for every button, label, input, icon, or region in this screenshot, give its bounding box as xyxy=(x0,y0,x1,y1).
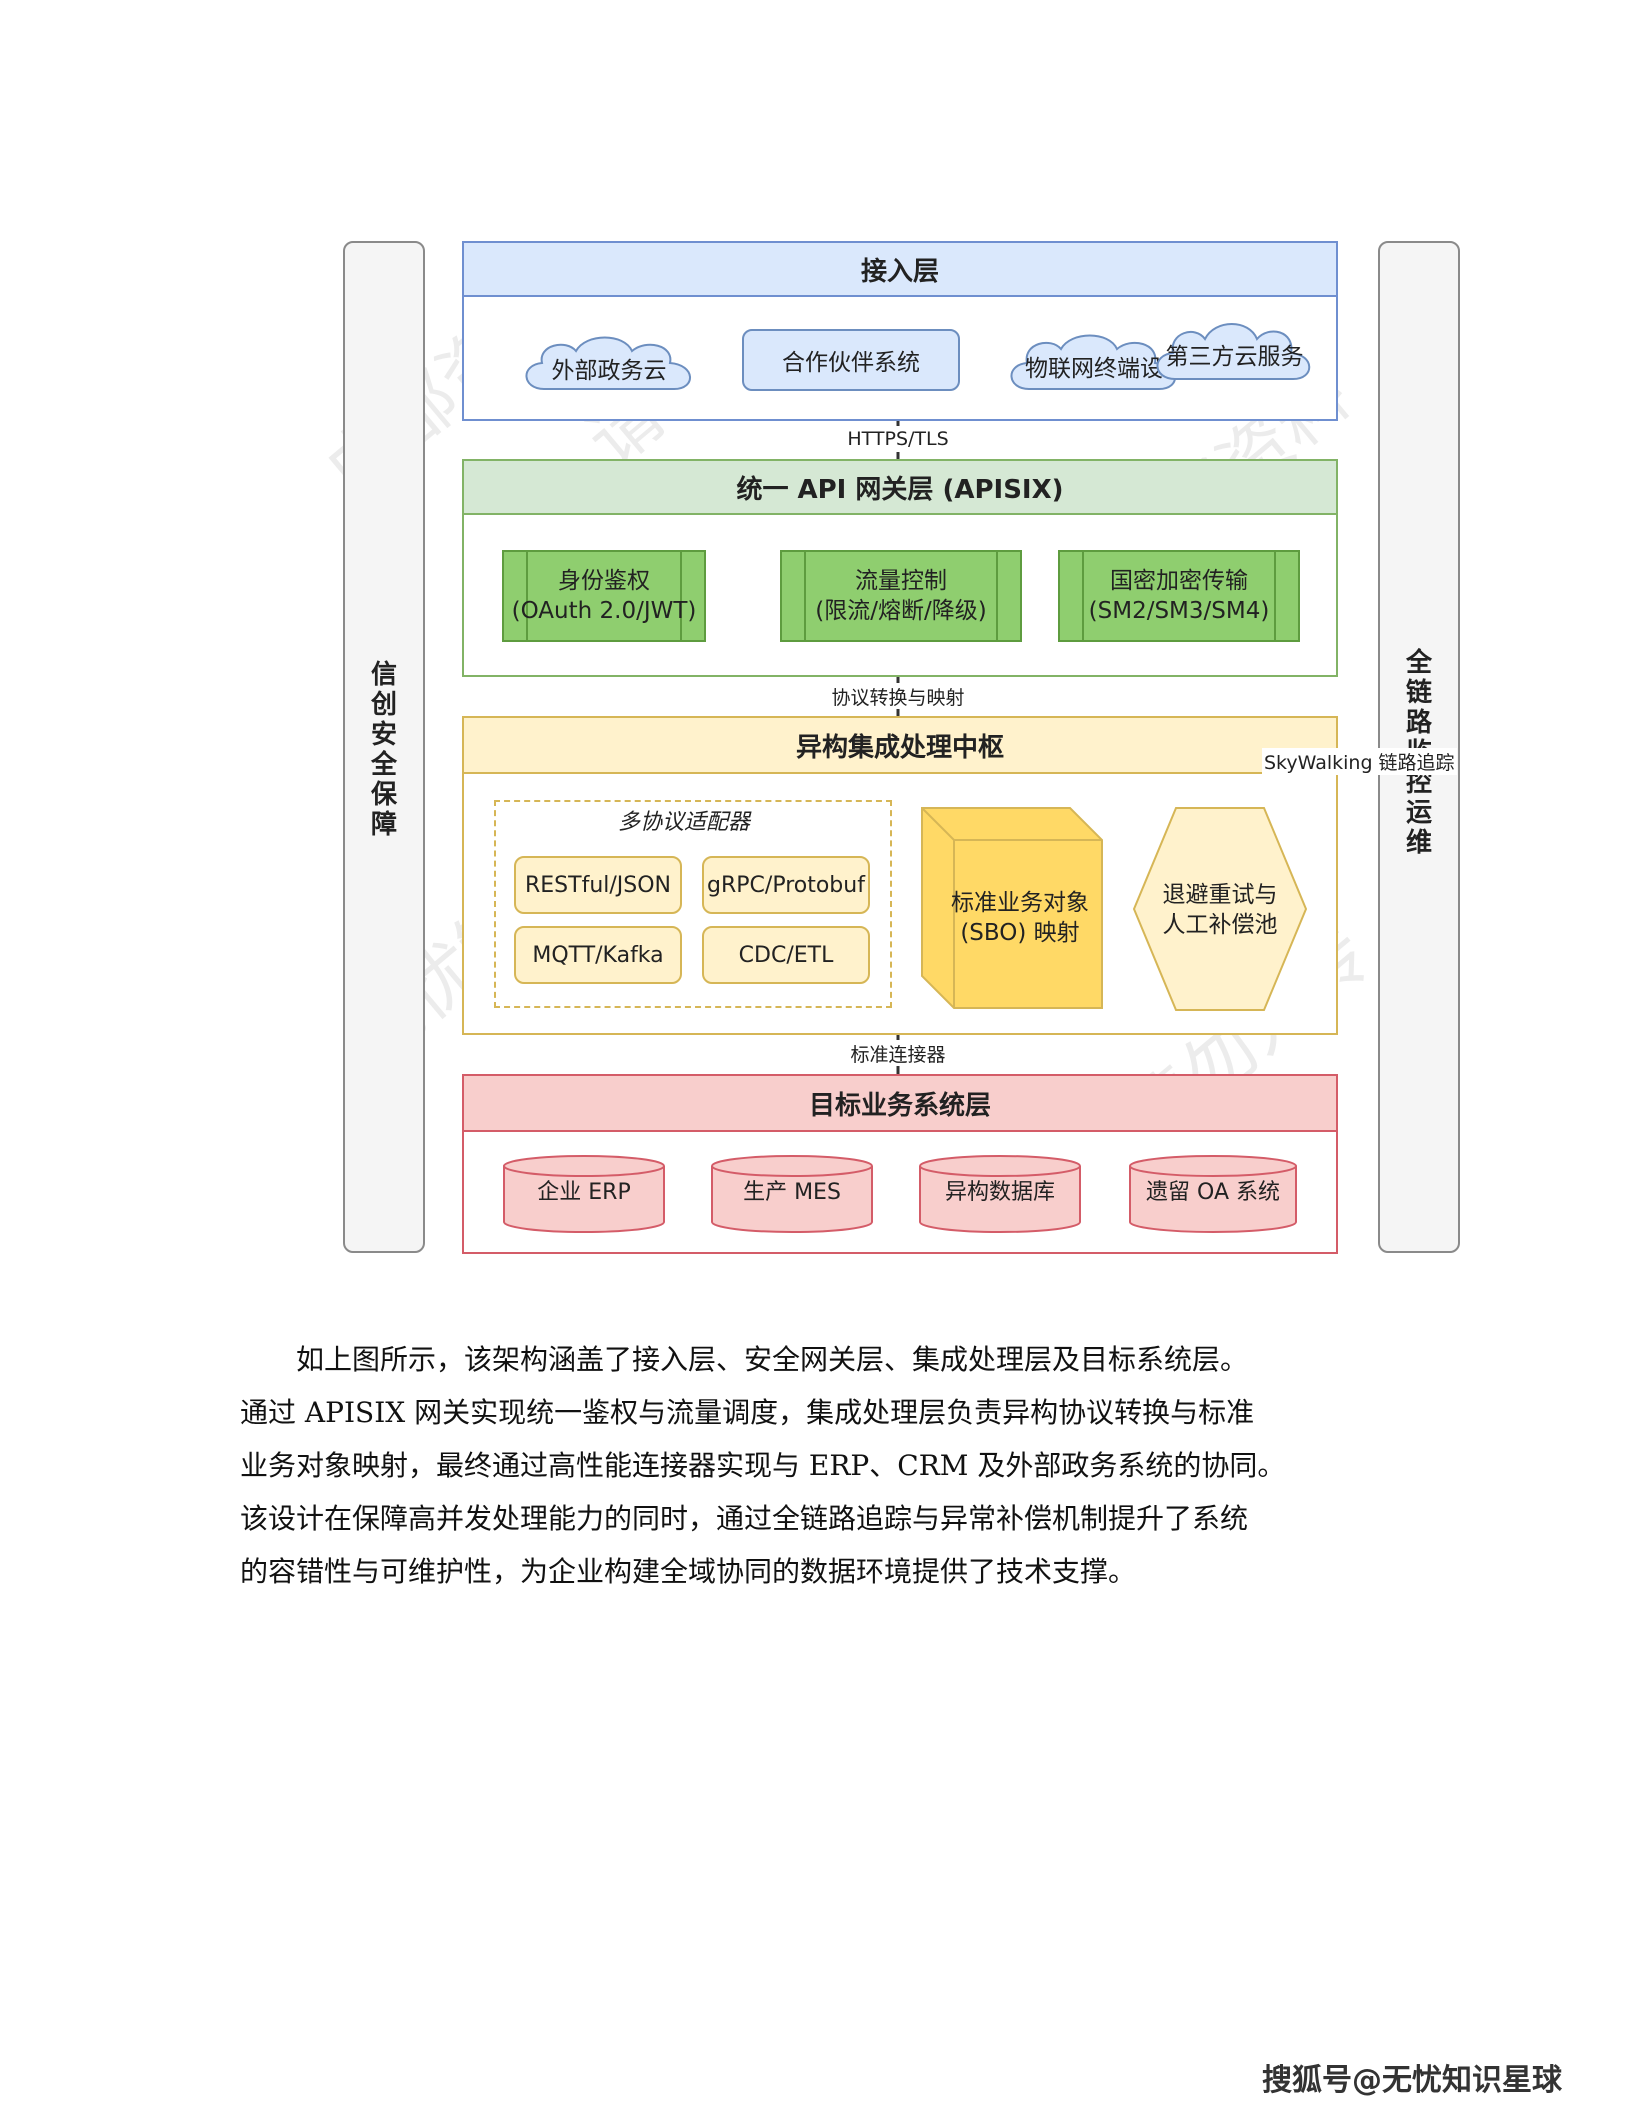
integration-layer: 异构集成处理中枢 多协议适配器 RESTful/JSON gRPC/Protob… xyxy=(462,716,1338,1035)
database-icon xyxy=(711,1155,873,1233)
gateway-auth-detail: (OAuth 2.0/JWT) xyxy=(511,598,697,624)
cloud-icon xyxy=(1156,323,1311,380)
paragraph-line: 通过 APISIX 网关实现统一鉴权与流量调度，集成处理层负责异构协议转换与标准 xyxy=(240,1396,1255,1429)
paragraph-line: 的容错性与可维护性，为企业构建全域协同的数据环境提供了技术支撑。 xyxy=(240,1555,1137,1588)
gateway-auth-label: 身份鉴权 xyxy=(558,568,650,594)
adapter-cdc: CDC/ETL xyxy=(702,926,870,984)
target-mes: 生产 MES xyxy=(743,1180,841,1205)
access-layer: 接入层 外部政务云 合作伙伴系统 物联网终端设 第三方云服务 xyxy=(462,241,1338,421)
paragraph-line: 该设计在保障高并发处理能力的同时，通过全链路追踪与异常补偿机制提升了系统 xyxy=(240,1502,1249,1535)
adapter-group xyxy=(494,800,892,1008)
gateway-traffic-detail: (限流/熔断/降级) xyxy=(815,598,987,624)
access-layer-title: 接入层 xyxy=(464,243,1336,297)
gateway-auth-box: 身份鉴权 (OAuth 2.0/JWT) xyxy=(502,550,706,642)
target-erp: 企业 ERP xyxy=(537,1180,631,1205)
link-label-https: HTTPS/TLS xyxy=(838,426,958,452)
link-label-connector: 标准连接器 xyxy=(838,1040,958,1066)
description-paragraph: 如上图所示，该架构涵盖了接入层、安全网关层、集成处理层及目标系统层。 通过 AP… xyxy=(240,1333,1400,1598)
database-icon xyxy=(503,1155,665,1233)
paragraph-line: 业务对象映射，最终通过高性能连接器实现与 ERP、CRM 及外部政务系统的协同。 xyxy=(240,1449,1286,1482)
adapter-group-title: 多协议适配器 xyxy=(617,810,750,835)
paragraph-line: 如上图所示，该架构涵盖了接入层、安全网关层、集成处理层及目标系统层。 xyxy=(296,1343,1249,1376)
target-layer: 目标业务系统层 企业 ERP 生产 MES 异构数据库 遗留 OA 系统 xyxy=(462,1074,1338,1254)
gateway-layer-title: 统一 API 网关层 (APISIX) xyxy=(464,461,1336,515)
skywalking-label: SkyWalking 链路追踪 xyxy=(1262,748,1457,775)
access-item-partner-system: 合作伙伴系统 xyxy=(742,329,960,391)
footer-source: 搜狐号@无忧知识星球 xyxy=(1262,2063,1562,2098)
access-item-third-party-cloud: 第三方云服务 xyxy=(1165,344,1304,370)
cloud-icon xyxy=(525,336,691,390)
target-legacy-oa: 遗留 OA 系统 xyxy=(1146,1180,1280,1205)
database-icon xyxy=(919,1155,1081,1233)
gateway-crypto-box: 国密加密传输 (SM2/SM3/SM4) xyxy=(1058,550,1300,642)
sbo-line2: (SBO) 映射 xyxy=(960,920,1080,946)
gateway-traffic-box: 流量控制 (限流/熔断/降级) xyxy=(780,550,1022,642)
target-layer-title: 目标业务系统层 xyxy=(464,1076,1336,1132)
security-sidebar xyxy=(343,241,425,1253)
sbo-mapping-text: 标准业务对象 (SBO) 映射 xyxy=(940,878,1100,958)
adapter-mqtt: MQTT/Kafka xyxy=(514,926,682,984)
link-label-protocol: 协议转换与映射 xyxy=(815,683,981,709)
retry-pool-text: 退避重试与 人工补偿池 xyxy=(1140,870,1300,950)
gateway-layer: 统一 API 网关层 (APISIX) 身份鉴权 (OAuth 2.0/JWT)… xyxy=(462,459,1338,677)
monitoring-sidebar xyxy=(1378,241,1460,1253)
gateway-crypto-detail: (SM2/SM3/SM4) xyxy=(1088,598,1270,624)
adapter-grpc: gRPC/Protobuf xyxy=(702,856,870,914)
security-sidebar-label: 信创安全保障 xyxy=(370,660,397,840)
access-item-iot-terminal: 物联网终端设 xyxy=(1025,356,1163,382)
retry-pool-hexagon xyxy=(1132,807,1308,1011)
adapter-rest: RESTful/JSON xyxy=(514,856,682,914)
database-icon xyxy=(1129,1155,1297,1233)
target-hetero-db: 异构数据库 xyxy=(944,1180,1055,1205)
retry-line2: 人工补偿池 xyxy=(1162,912,1278,938)
gateway-traffic-label: 流量控制 xyxy=(855,568,947,594)
sbo-cube-shape xyxy=(921,807,1103,1009)
gateway-crypto-label: 国密加密传输 xyxy=(1110,568,1248,594)
retry-line1: 退避重试与 xyxy=(1162,882,1278,908)
integration-layer-title: 异构集成处理中枢 xyxy=(464,718,1336,774)
access-item-gov-cloud: 外部政务云 xyxy=(551,358,667,384)
sbo-line1: 标准业务对象 xyxy=(951,890,1089,916)
